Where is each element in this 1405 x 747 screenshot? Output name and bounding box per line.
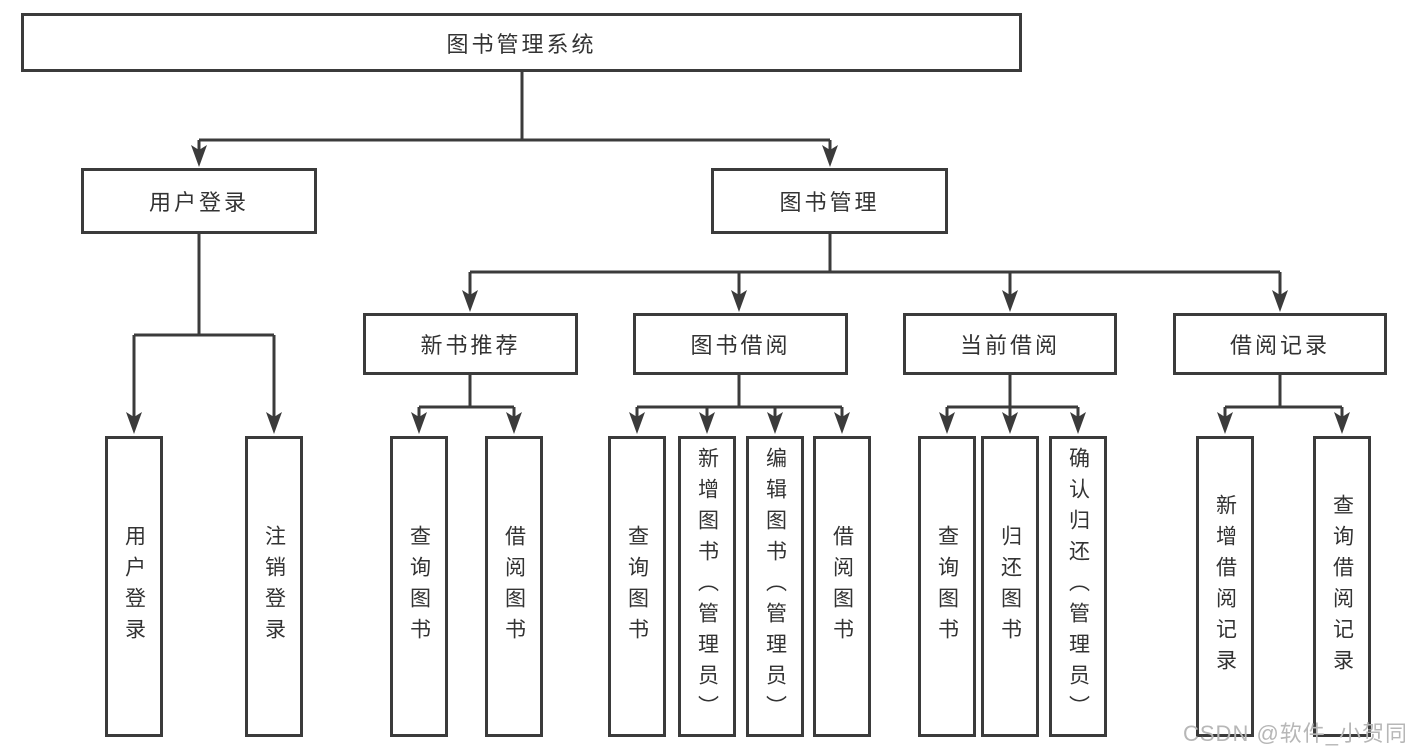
leaf-cb-query-books: 查询图书 bbox=[918, 436, 976, 737]
node-user-login: 用户登录 bbox=[81, 168, 317, 234]
leaf-bb-add-book-admin: 新增图书（管理员） bbox=[678, 436, 736, 737]
node-new-book-recommendation: 新书推荐 bbox=[363, 313, 578, 375]
watermark: CSDN @软件_小贺同学 bbox=[1183, 721, 1405, 746]
leaf-br-add-borrow-record: 新增借阅记录 bbox=[1196, 436, 1254, 737]
leaf-nb-borrow-books: 借阅图书 bbox=[485, 436, 543, 737]
node-book-management: 图书管理 bbox=[711, 168, 948, 234]
node-current-borrowing: 当前借阅 bbox=[903, 313, 1117, 375]
node-book-borrowing: 图书借阅 bbox=[633, 313, 848, 375]
leaf-bb-edit-book-admin: 编辑图书（管理员） bbox=[746, 436, 804, 737]
leaf-br-query-borrow-record: 查询借阅记录 bbox=[1313, 436, 1371, 737]
leaf-logout-login: 注销登录 bbox=[245, 436, 303, 737]
leaf-cb-confirm-return-admin: 确认归还（管理员） bbox=[1049, 436, 1107, 737]
leaf-cb-return-books: 归还图书 bbox=[981, 436, 1039, 737]
leaf-bb-query-books: 查询图书 bbox=[608, 436, 666, 737]
node-borrowing-records: 借阅记录 bbox=[1173, 313, 1387, 375]
node-library-management-system: 图书管理系统 bbox=[21, 13, 1022, 72]
leaf-nb-query-books: 查询图书 bbox=[390, 436, 448, 737]
leaf-user-login: 用户登录 bbox=[105, 436, 163, 737]
leaf-bb-borrow-books: 借阅图书 bbox=[813, 436, 871, 737]
